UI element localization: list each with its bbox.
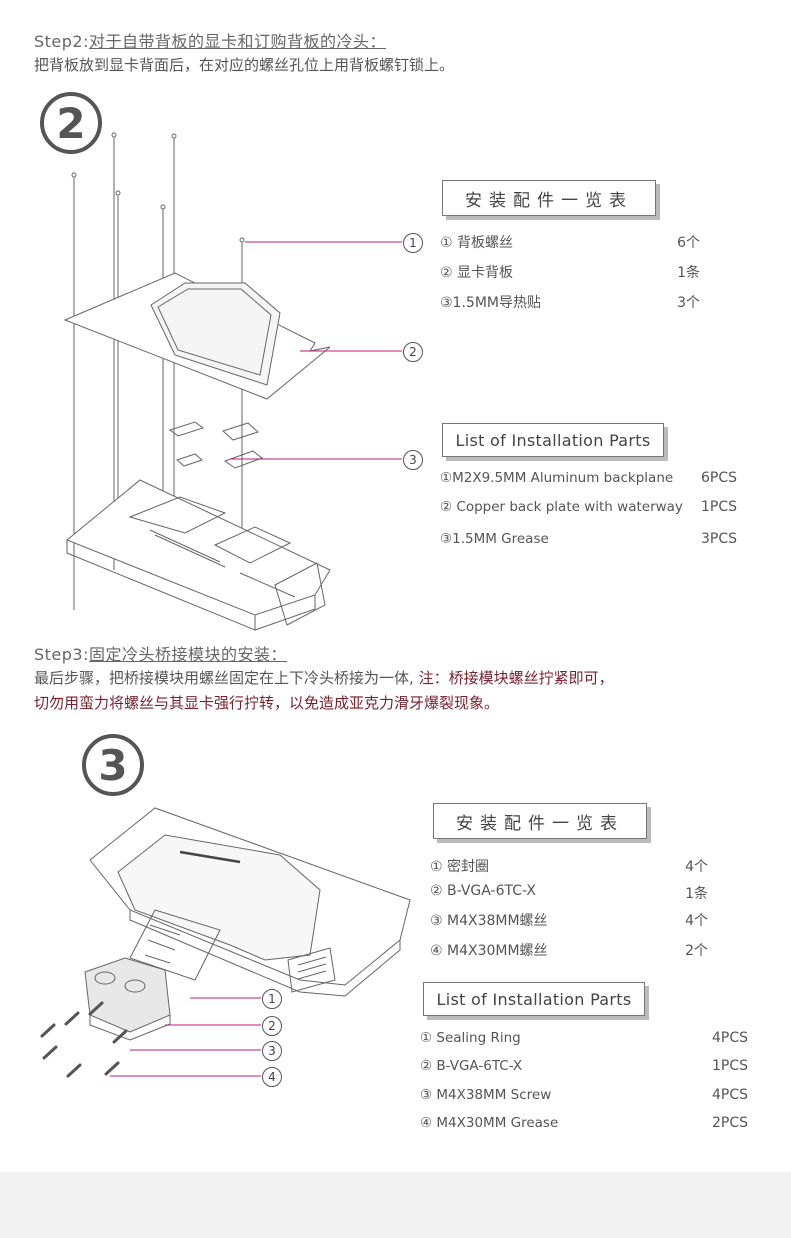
step3-callout-4: 4	[262, 1067, 282, 1087]
step3-cn-row-4-name: ④ M4X30MM螺丝	[430, 943, 548, 959]
step2-title-prefix: Step2:	[34, 32, 89, 51]
step2-badge: 2	[40, 92, 102, 154]
step3-callout-2: 2	[262, 1016, 282, 1036]
step3-badge: 3	[82, 734, 144, 796]
step3-cn-row-1-name: ① 密封圈	[430, 859, 490, 875]
step3-cn-row-3-qty: 4个	[685, 913, 708, 929]
step2-callout-2: 2	[403, 342, 423, 362]
step3-cn-row-3-name: ③ M4X38MM螺丝	[430, 913, 548, 929]
step2-callout-1: 1	[403, 233, 423, 253]
step3-en-row-4-qty: 2PCS	[711, 1115, 748, 1131]
step2-en-row-1-qty: 6PCS	[700, 470, 737, 486]
step3-title-prefix: Step3:	[34, 645, 89, 664]
step3-cn-row-2-qty: 1条	[685, 886, 708, 902]
step3-title-text: 固定冷头桥接模块的安装：	[89, 645, 288, 664]
step3-parts-cn-header: 安装配件一览表	[433, 803, 647, 839]
step3-parts-en-header: List of Installation Parts	[423, 982, 645, 1016]
step2-cn-row-3-qty: 3个	[677, 295, 700, 311]
step3-desc-text: 最后步骤，把桥接模块用螺丝固定在上下冷头桥接为一体,	[34, 669, 414, 687]
step2-en-row-2-qty: 1PCS	[700, 499, 737, 515]
step3-badge-number: 3	[98, 740, 128, 790]
step2-en-row-3-name: ③1.5MM Grease	[440, 531, 549, 547]
step3-en-row-2-qty: 1PCS	[711, 1058, 748, 1074]
step2-title-text: 对于自带背板的显卡和订购背板的冷头：	[89, 32, 387, 51]
step3-description-line1: 最后步骤，把桥接模块用螺丝固定在上下冷头桥接为一体, 注：桥接模块螺丝拧紧即可，	[34, 667, 614, 688]
step3-en-row-1-name: ① Sealing Ring	[420, 1030, 521, 1046]
step3-en-row-2-name: ② B-VGA-6TC-X	[420, 1058, 523, 1074]
step3-en-row-1-qty: 4PCS	[711, 1030, 748, 1046]
step2-en-row-2-name: ② Copper back plate with waterway	[440, 499, 683, 515]
step3-callout-1: 1	[262, 989, 282, 1009]
step3-cn-row-2-name: ② B-VGA-6TC-X	[430, 883, 536, 899]
step3-cn-row-4-qty: 2个	[685, 943, 708, 959]
step2-title: Step2:对于自带背板的显卡和订购背板的冷头：	[34, 28, 386, 52]
step3-en-row-3-name: ③ M4X38MM Screw	[420, 1087, 552, 1103]
step3-illustration	[40, 807, 411, 1078]
step3-callout-3: 3	[262, 1041, 282, 1061]
step3-en-row-3-qty: 4PCS	[711, 1087, 748, 1103]
step2-illustration	[63, 132, 402, 631]
step2-description: 把背板放到显卡背面后，在对应的螺丝孔位上用背板螺钉锁上。	[34, 56, 455, 74]
step2-parts-en-header: List of Installation Parts	[442, 423, 664, 457]
step3-cn-row-1-qty: 4个	[685, 859, 708, 875]
step2-cn-row-2-qty: 1条	[677, 265, 700, 281]
footer-band	[0, 1172, 791, 1238]
step3-title: Step3:固定冷头桥接模块的安装：	[34, 641, 287, 665]
step3-en-row-4-name: ④ M4X30MM Grease	[420, 1115, 559, 1131]
step2-parts-cn-header: 安装配件一览表	[442, 180, 656, 216]
step2-cn-row-2-name: ② 显卡背板	[440, 265, 514, 281]
step2-callout-3: 3	[403, 450, 423, 470]
step2-badge-number: 2	[56, 98, 86, 148]
step2-cn-row-3-name: ③1.5MM导热贴	[440, 295, 541, 311]
step3-note-line1: 注：桥接模块螺丝拧紧即可，	[418, 669, 614, 687]
step2-en-row-1-name: ①M2X9.5MM Aluminum backplane	[440, 470, 674, 486]
step2-cn-row-1-name: ① 背板螺丝	[440, 235, 514, 251]
step2-cn-row-1-qty: 6个	[677, 235, 700, 251]
step2-en-row-3-qty: 3PCS	[700, 531, 737, 547]
step3-note-line2: 切勿用蛮力将螺丝与其显卡强行拧转，以免造成亚克力滑牙爆裂现象。	[34, 694, 500, 712]
